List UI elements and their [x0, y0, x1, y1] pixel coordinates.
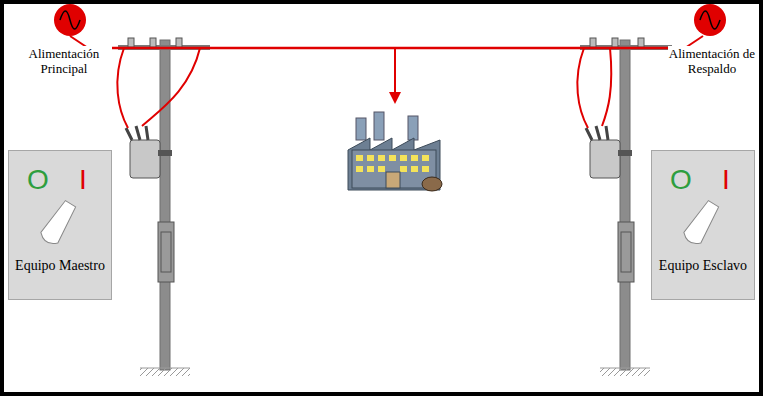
drop-wire: [142, 48, 200, 126]
utility-pole: [118, 38, 210, 376]
ac-source: [54, 4, 86, 36]
on-symbol: I: [79, 165, 87, 195]
feed-arrowhead: [389, 92, 401, 104]
switch-panel: OI Equipo Esclavo: [651, 150, 755, 300]
on-symbol: I: [722, 165, 730, 195]
panel-caption: Equipo Esclavo: [656, 257, 750, 274]
source-label: Alimentación Principal: [16, 46, 112, 76]
drop-wire: [602, 48, 611, 126]
source-label: Alimentación de Respaldo: [668, 46, 756, 76]
panel-caption: Equipo Maestro: [13, 257, 107, 274]
factory-icon: [348, 112, 442, 191]
switch-panel: OI Equipo Maestro: [8, 150, 112, 300]
control-cabinet: [618, 222, 634, 282]
off-symbol: O: [27, 165, 49, 195]
ac-source: [694, 4, 726, 36]
recloser-unit: [126, 126, 172, 178]
control-cabinet: [158, 222, 174, 282]
feed-arrow: [394, 48, 396, 96]
drop-wire: [577, 48, 588, 128]
drop-wire: [117, 48, 128, 128]
power-line: [88, 47, 685, 50]
off-symbol: O: [670, 165, 692, 195]
recloser-unit: [586, 126, 632, 178]
